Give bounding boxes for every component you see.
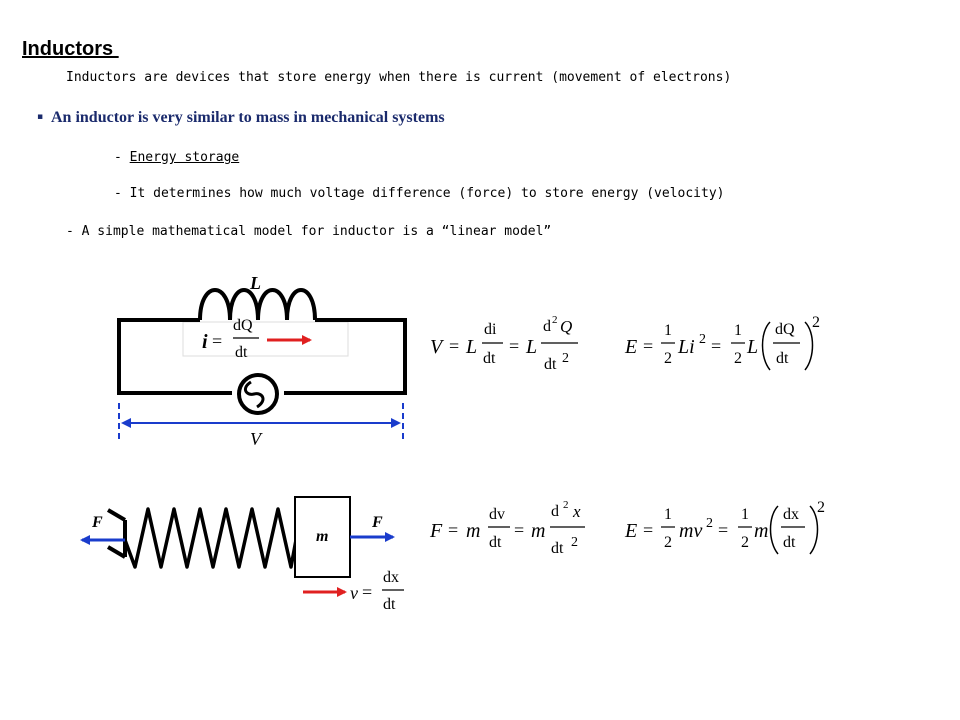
point-dash: - <box>114 186 130 201</box>
eq-exp: 2 <box>699 332 706 347</box>
eq-den: 2 <box>741 534 749 551</box>
eq-num-exp: 2 <box>552 314 558 326</box>
eq-sign: = <box>643 520 653 540</box>
eq-den: dt <box>544 356 557 373</box>
eq-num: 1 <box>741 506 749 523</box>
point-text: A simple mathematical model for inductor… <box>81 224 552 239</box>
point-voltage-difference: - It determines how much voltage differe… <box>114 186 724 201</box>
velocity-eq-sign: = <box>362 582 372 602</box>
eq-den-exp: 2 <box>571 535 578 550</box>
eq-den: 2 <box>664 534 672 551</box>
eq-exp: 2 <box>817 499 825 516</box>
eq-sign: = <box>718 520 728 540</box>
bullet-text: An inductor is very similar to mass in m… <box>51 109 445 126</box>
eq-num: dv <box>489 506 505 523</box>
force-equation: F = m dv dt = m d 2 x dt 2 <box>429 499 585 557</box>
current-eq-sign: = <box>212 331 222 351</box>
eq-den: 2 <box>734 350 742 367</box>
mass-spring-system: m F F v = dx dt <box>80 496 404 613</box>
eq-sign: = <box>448 520 458 540</box>
eq-sign: = <box>711 336 721 356</box>
paren-right <box>809 505 819 555</box>
eq-coef: L <box>746 336 758 358</box>
eq-sign: = <box>449 336 459 356</box>
slide-title: Inductors <box>22 38 119 60</box>
current-eq-box <box>182 321 349 357</box>
ac-wave-icon <box>243 380 265 409</box>
eq-num: d <box>551 503 559 520</box>
current-num: dQ <box>233 317 253 334</box>
mass-label: m <box>316 528 328 545</box>
eq-den-exp: 2 <box>562 351 569 366</box>
eq-coef: L <box>525 336 537 358</box>
current-lhs: i <box>202 331 208 353</box>
paren-left <box>761 321 771 371</box>
eq-coef: m <box>466 520 480 542</box>
paren-right <box>804 321 814 371</box>
eq-den: dt <box>489 534 502 551</box>
mechanical-energy-equation: E = 1 2 mv 2 = 1 2 m dx dt 2 <box>624 499 825 555</box>
point-text: It determines how much voltage differenc… <box>129 186 725 201</box>
eq-exp: 2 <box>812 314 820 331</box>
point-dash: - <box>66 224 82 239</box>
eq-term: mv <box>679 520 702 542</box>
point-dash: - <box>114 150 130 165</box>
intro-text: Inductors are devices that store energy … <box>66 70 732 85</box>
eq-num: 1 <box>664 506 672 523</box>
eq-term: Li <box>677 336 695 358</box>
eq-lhs: V <box>430 336 445 358</box>
inductor-coil-icon <box>198 288 317 321</box>
eq-num: dx <box>783 506 799 523</box>
velocity-lhs: v <box>350 583 358 603</box>
wall-icon <box>106 508 127 522</box>
eq-num-var: x <box>572 502 581 521</box>
eq-num: di <box>484 321 497 338</box>
bullet-icon: ▪ <box>37 112 44 122</box>
force-right-label: F <box>371 514 383 531</box>
velocity-den: dt <box>383 596 396 613</box>
eq-num: 1 <box>664 322 672 339</box>
eq-coef: m <box>754 520 768 542</box>
inductor-label: L <box>249 273 261 293</box>
point-text: Energy storage <box>129 150 240 165</box>
eq-sign: = <box>643 336 653 356</box>
eq-lhs: E <box>624 520 637 542</box>
eq-lhs: E <box>624 336 637 358</box>
circuit-wire <box>117 318 407 395</box>
eq-coef: m <box>531 520 545 542</box>
eq-exp: 2 <box>706 516 713 531</box>
eq-num: dQ <box>775 321 795 338</box>
eq-sign: = <box>509 336 519 356</box>
paren-left <box>769 505 779 555</box>
spring-icon <box>123 507 298 569</box>
eq-num: 1 <box>734 322 742 339</box>
eq-lhs: F <box>429 520 443 542</box>
eq-num-var: Q <box>560 317 572 336</box>
mass-block <box>294 496 351 578</box>
eq-den: 2 <box>664 350 672 367</box>
voltage-equation: V = L di dt = L d 2 Q dt 2 <box>430 314 578 373</box>
velocity-num: dx <box>383 569 399 586</box>
eq-den: dt <box>483 350 496 367</box>
eq-coef: L <box>465 336 477 358</box>
point-linear-model: - A simple mathematical model for induct… <box>66 224 551 239</box>
point-energy-storage: - Energy storage <box>114 150 239 165</box>
wall-icon <box>106 545 127 559</box>
eq-den: dt <box>783 534 796 551</box>
eq-num: d <box>543 318 551 335</box>
current-den: dt <box>235 344 248 361</box>
eq-num-exp: 2 <box>563 499 569 511</box>
eq-den: dt <box>776 350 789 367</box>
eq-den: dt <box>551 540 564 557</box>
voltage-label: V <box>250 429 263 449</box>
inductor-circuit: L i = dQ dt V <box>117 273 407 449</box>
eq-sign: = <box>514 520 524 540</box>
force-left-label: F <box>91 514 103 531</box>
electrical-energy-equation: E = 1 2 Li 2 = 1 2 L dQ dt 2 <box>624 314 820 371</box>
